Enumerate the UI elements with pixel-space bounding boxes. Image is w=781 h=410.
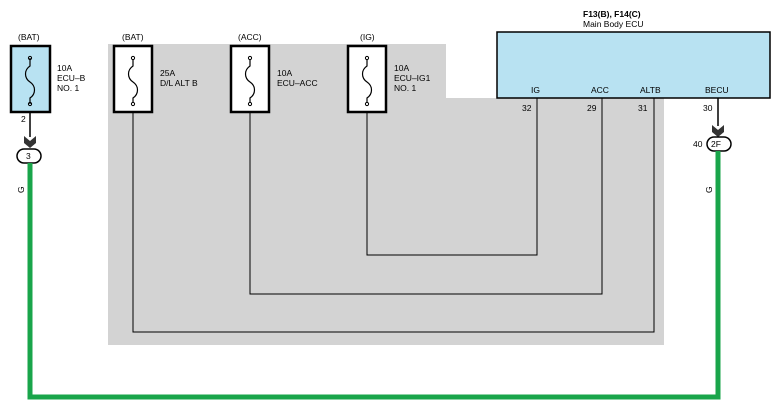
shaded-region [108,44,664,345]
connector-arrow-icon [712,125,724,137]
fuse-rating: 10A [394,63,409,73]
wire-color-left: G [16,186,26,193]
fuse-element-icon [244,58,256,104]
connector-3-label: 3 [26,151,31,161]
wire-altb [132,98,655,333]
fuse-pin-number: 2 [21,114,26,124]
fuse-name-line3: NO. 1 [57,83,79,93]
fuse-source-acc: (ACC) [238,32,262,42]
ecu-pin-label-acc: ACC [591,85,609,95]
fuse-source-bat-1: (BAT) [18,32,40,42]
fuse-source-ig: (IG) [360,32,375,42]
fuse-rating: 10A [277,68,292,78]
ecu-pin-label-ig: IG [531,85,540,95]
fuse-source-bat-2: (BAT) [122,32,144,42]
connector-2f-pin: 40 [693,139,703,149]
fuse-name: ECU–ACC [277,78,318,88]
ecu-title: F13(B), F14(C) [583,9,641,19]
ecu-pin-number-30: 30 [703,103,713,113]
ecu-pin-label-becu: BECU [705,85,729,95]
ecu-subtitle: Main Body ECU [583,19,643,29]
wire-acc [249,98,603,295]
ecu-pin-label-altb: ALTB [640,85,661,95]
fuse-rating: 10A [57,63,72,73]
ecu-pin-number-31: 31 [638,103,648,113]
fuse-name: ECU–B [57,73,86,83]
wire-green [27,151,721,400]
ecu-pin-number-32: 32 [522,103,532,113]
fuse-name: D/L ALT B [160,78,198,88]
main-body-ecu-box [496,31,771,99]
ecu-pin-number-29: 29 [587,103,597,113]
wire-color-right: G [704,186,714,193]
wire-ig [366,98,538,256]
connector-arrow-icon [24,136,36,148]
fuse-element-icon [24,58,36,104]
fuse-rating: 25A [160,68,175,78]
fuse-name-line3: NO. 1 [394,83,416,93]
fuse-element-icon [361,58,373,104]
connector-2f-label: 2F [711,139,721,149]
fuse-element-icon [127,58,139,104]
fuse-name: ECU–IG1 [394,73,431,83]
